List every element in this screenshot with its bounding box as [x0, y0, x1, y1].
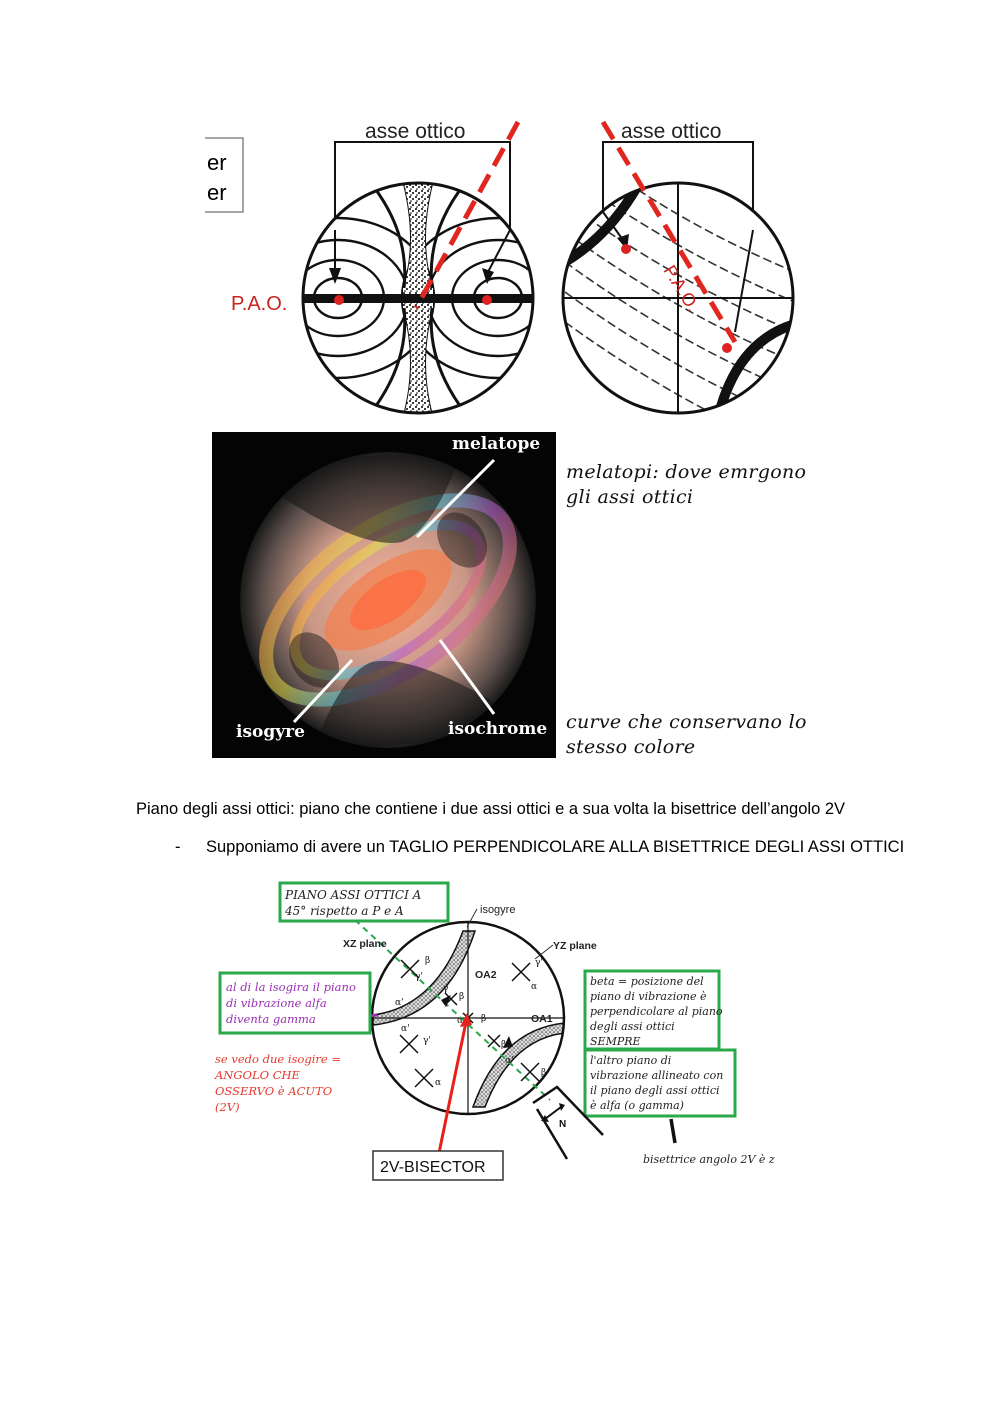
- red-note-line4: (2V): [215, 1100, 240, 1114]
- greek-alpha-p-2: α': [401, 1024, 410, 1034]
- melatopi-note: melatopi: dove emrgono gli assi ottici: [566, 460, 806, 510]
- oa2-label: OA2: [475, 969, 497, 981]
- greek-beta-5: β: [501, 1040, 506, 1050]
- curve-note-line2: stesso colore: [566, 736, 696, 758]
- greek-gamma-1: γ: [443, 984, 448, 994]
- isogyre-label: isogyre: [236, 722, 305, 742]
- box-altro-line1: l'altro piano di: [590, 1054, 671, 1067]
- melatopi-note-line1: melatopi: dove emrgono: [566, 461, 807, 483]
- red-note-line1: se vedo due isogire =: [215, 1052, 341, 1066]
- box-beta-line1: beta = posizione del: [590, 975, 704, 988]
- left-conoscopic-diagram: asse ottico: [231, 120, 535, 415]
- greek-alpha-p-1: α': [395, 998, 404, 1008]
- bullet-marker: -: [175, 838, 181, 856]
- melatopi-note-line2: gli assi ottici: [566, 486, 694, 508]
- box-altro-line3: il piano degli assi ottici: [590, 1084, 720, 1097]
- left-axis-label: asse ottico: [365, 120, 465, 143]
- box-beta-line5: SEMPRE: [590, 1035, 641, 1048]
- red-note-isogire: se vedo due isogire = ANGOLO CHE OSSERVO…: [214, 1052, 341, 1114]
- interference-figure-photo: melatope isogyre isochrome: [212, 432, 556, 758]
- greek-beta-1: β: [425, 956, 430, 966]
- bisettrice-note: bisettrice angolo 2V è z: [643, 1153, 775, 1166]
- bisector-label-box: 2V-BISECTOR: [372, 1150, 504, 1181]
- greek-alpha-1: α: [531, 982, 537, 992]
- vibration-crosses: [399, 959, 540, 1088]
- box-alfa-line1: al di la isogira il piano: [226, 980, 356, 994]
- interference-figure-image: melatope isogyre isochrome: [212, 432, 556, 758]
- greek-gamma-p-1: γ': [415, 972, 423, 982]
- curve-note: curve che conservano lo stesso colore: [566, 710, 807, 760]
- melatope-label: melatope: [452, 434, 540, 454]
- red-note-line2: ANGOLO CHE: [214, 1068, 301, 1082]
- oa1-label: OA1: [531, 1013, 553, 1025]
- box-piano-line1: PIANO ASSI OTTICI A: [284, 888, 422, 902]
- box-beta-line2: piano di vibrazione è: [590, 990, 707, 1003]
- box-beta-posizione: beta = posizione del piano di vibrazione…: [583, 969, 723, 1051]
- greek-alpha-2: α: [435, 1078, 441, 1088]
- greek-alpha-p-3: α': [505, 1056, 514, 1066]
- greek-beta-3: β: [459, 992, 464, 1002]
- bullet-text: Supponiamo di avere un TAGLIO PERPENDICO…: [206, 838, 905, 856]
- box-beta-line4: degli assi ottici: [590, 1020, 675, 1033]
- box-piano-line2: 45° rispetto a P e A: [284, 904, 404, 918]
- isogyre-label: isogyre: [480, 904, 515, 916]
- legend-text-1: er: [207, 150, 227, 175]
- north-orientation-symbol: N: [532, 1085, 604, 1160]
- greek-gamma-p-2: γ': [535, 958, 543, 968]
- box-isogira-alfa: al di la isogira il piano di vibrazione …: [218, 971, 372, 1035]
- left-pao-label: P.A.O.: [231, 293, 287, 315]
- north-label: N: [559, 1119, 566, 1130]
- greek-beta-2: β: [541, 1068, 546, 1078]
- optic-axis-plane-diagram: β γ' α' γ' α α' γ' α β γ β α β β α' isog…: [214, 881, 775, 1181]
- partial-legend-box: er er: [205, 137, 244, 213]
- paragraph-piano-assi: Piano degli assi ottici: piano che conti…: [136, 800, 846, 818]
- legend-text-2: er: [207, 180, 227, 205]
- greek-beta-4: β: [481, 1014, 486, 1024]
- curve-note-line1: curve che conservano lo: [566, 711, 807, 733]
- greek-alpha-3: α: [457, 1016, 463, 1026]
- box-piano-assi-ottici: PIANO ASSI OTTICI A 45° rispetto a P e A: [278, 881, 450, 923]
- greek-gamma-p-3: γ': [423, 1036, 431, 1046]
- yz-plane-label: YZ plane: [553, 940, 597, 952]
- box-alfa-line3: diventa gamma: [226, 1012, 316, 1026]
- box-altro-line4: è alfa (o gamma): [590, 1099, 684, 1112]
- box-beta-line3: perpendicolare al piano: [590, 1005, 723, 1018]
- xz-plane-label: XZ plane: [343, 938, 387, 950]
- conoscopic-diagrams-figure: er er asse ottico: [205, 120, 795, 415]
- isochrome-label: isochrome: [448, 719, 547, 739]
- box-altro-line2: vibrazione allineato con: [590, 1069, 723, 1082]
- right-axis-label: asse ottico: [621, 120, 721, 143]
- right-conoscopic-diagram: asse ottico P.A.O.: [561, 120, 795, 415]
- box-altro-piano: l'altro piano di vibrazione allineato co…: [583, 1048, 737, 1118]
- box-alfa-line2: di vibrazione alfa: [226, 996, 327, 1010]
- bisector-label: 2V-BISECTOR: [380, 1159, 486, 1176]
- red-note-line3: OSSERVO è ACUTO: [215, 1084, 333, 1098]
